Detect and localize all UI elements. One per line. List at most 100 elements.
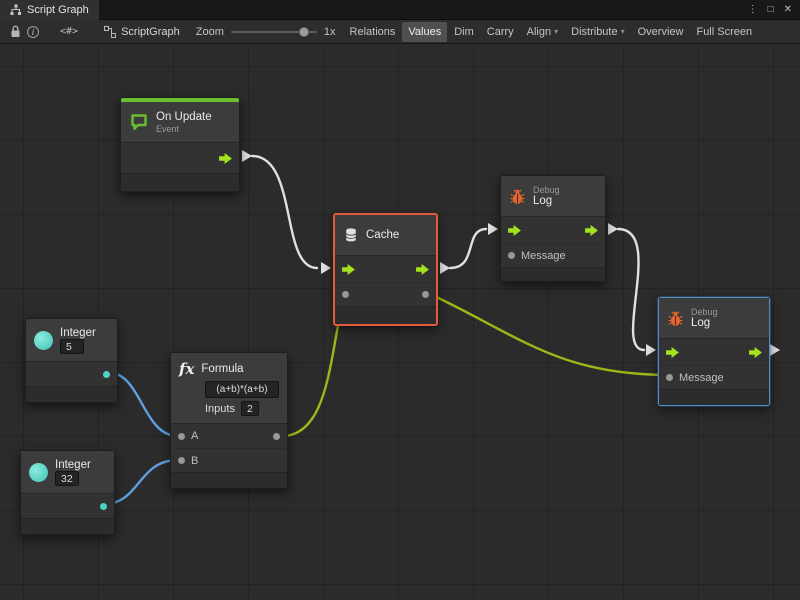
inputs-label: Inputs [205, 402, 235, 415]
node-formula[interactable]: fx Formula (a+b)*(a+b) Inputs 2 A B [170, 352, 288, 489]
code-icon: <#> [60, 26, 79, 37]
dim-label: Dim [454, 25, 474, 38]
zoom-control: Zoom 1x [196, 26, 336, 38]
lock-icon [11, 25, 19, 37]
values-button[interactable]: Values [402, 21, 448, 42]
wire-arrowhead [242, 150, 252, 162]
value-input-port[interactable] [342, 291, 349, 298]
graph-icon [10, 4, 21, 15]
inputs-count-field[interactable]: 2 [240, 401, 259, 416]
node-footer [121, 173, 239, 191]
wire-arrowhead [646, 344, 656, 356]
node-title: Cache [366, 229, 400, 241]
flow-output-port[interactable] [749, 346, 762, 358]
zoom-slider-handle[interactable] [299, 26, 310, 37]
graph-name: ScriptGraph [121, 25, 180, 38]
graph-breadcrumb[interactable]: ScriptGraph [104, 25, 180, 38]
node-debug-right[interactable]: Debug Log Message [658, 297, 770, 406]
message-input-port[interactable] [508, 252, 515, 259]
code-preview-button[interactable]: <#> [58, 23, 80, 41]
flow-input-port[interactable] [666, 346, 679, 358]
node-debug-log-top[interactable]: Debug Log Message [500, 175, 606, 282]
integer-icon [29, 462, 48, 482]
flow-input-port[interactable] [342, 263, 355, 275]
lock-button[interactable] [6, 23, 24, 41]
zoom-value: 1x [323, 25, 336, 38]
values-label: Values [408, 25, 442, 38]
wire-arrowhead [488, 223, 498, 235]
wire-integer32-to-formula-b[interactable] [102, 458, 180, 506]
node-title: Log [533, 195, 553, 207]
align-dropdown[interactable]: Align▾ [521, 22, 564, 42]
wire-cache-to-debuglog-top[interactable] [448, 227, 488, 270]
cache-database-icon [345, 228, 357, 242]
node-footer [335, 306, 436, 324]
wire-arrowhead [321, 262, 331, 274]
info-icon: i [27, 25, 39, 38]
integer-output-port[interactable] [103, 370, 110, 378]
input-b-label: B [191, 454, 199, 467]
node-title: Integer [60, 326, 96, 339]
input-b-port[interactable] [178, 457, 185, 464]
node-title: Log [691, 317, 711, 329]
window-controls: ⋮ □ ✕ [748, 4, 800, 15]
overview-button[interactable]: Overview [632, 22, 690, 42]
zoom-label: Zoom [195, 25, 224, 38]
graph-toolbar: i <#> ScriptGraph Zoom 1x Relations Valu… [0, 20, 800, 44]
zoom-slider-track [230, 30, 317, 33]
distribute-label: Distribute [571, 25, 618, 38]
integer-value-field[interactable]: 5 [60, 338, 84, 354]
event-accent-bar [121, 98, 239, 102]
input-a-label: A [191, 430, 199, 442]
flow-input-port[interactable] [508, 224, 521, 236]
info-button[interactable]: i [24, 23, 42, 41]
wire-debuglog-top-to-debuglog-right[interactable] [616, 227, 646, 352]
flow-continuation-arrow [770, 344, 780, 356]
flow-output-port[interactable] [416, 263, 429, 275]
flow-output-port[interactable] [585, 224, 598, 236]
carry-button[interactable]: Carry [481, 22, 520, 42]
tab-script-graph[interactable]: Script Graph [0, 0, 99, 20]
node-footer [659, 389, 769, 405]
distribute-dropdown[interactable]: Distribute▾ [565, 22, 630, 42]
node-title: Integer [55, 458, 91, 471]
graph-canvas[interactable]: On Update Event Cache [0, 44, 800, 600]
fullscreen-label: Full Screen [696, 25, 753, 38]
input-a-port[interactable] [178, 432, 185, 440]
wire-cache-to-message[interactable] [426, 291, 672, 377]
bug-icon [510, 188, 525, 204]
formula-expression-field[interactable]: (a+b)*(a+b) [205, 381, 279, 398]
window-menu-icon[interactable]: ⋮ [747, 4, 758, 15]
node-on-update[interactable]: On Update Event [120, 97, 240, 192]
relations-button[interactable]: Relations [344, 22, 402, 42]
flow-output-port[interactable] [219, 152, 232, 164]
chevron-down-icon: ▾ [554, 27, 559, 36]
close-icon[interactable]: ✕ [783, 4, 792, 15]
node-integer-5[interactable]: Integer 5 [25, 318, 118, 403]
node-title: On Update [156, 110, 212, 123]
zoom-slider[interactable] [230, 26, 317, 38]
bug-icon [668, 310, 683, 326]
fullscreen-button[interactable]: Full Screen [690, 22, 758, 42]
value-output-port[interactable] [422, 291, 429, 298]
script-graph-icon [104, 25, 117, 38]
tab-title: Script Graph [27, 3, 89, 16]
chevron-down-icon: ▾ [620, 27, 625, 36]
dim-button[interactable]: Dim [448, 22, 480, 42]
node-cache[interactable]: Cache [333, 213, 438, 326]
node-footer [501, 267, 605, 281]
maximize-icon[interactable]: □ [767, 4, 774, 15]
relations-label: Relations [349, 25, 396, 38]
node-footer [171, 472, 287, 488]
node-integer-32[interactable]: Integer 32 [20, 450, 115, 535]
node-footer [26, 386, 117, 402]
wire-onupdate-to-cache[interactable] [250, 154, 319, 270]
on-update-event-icon [131, 114, 147, 130]
formula-output-port[interactable] [273, 432, 280, 440]
align-label: Align [526, 25, 552, 38]
message-input-port[interactable] [666, 374, 673, 381]
integer-value-field[interactable]: 32 [55, 470, 79, 486]
integer-output-port[interactable] [100, 502, 107, 510]
message-port-label: Message [521, 249, 566, 262]
wire-arrowhead [608, 223, 618, 235]
